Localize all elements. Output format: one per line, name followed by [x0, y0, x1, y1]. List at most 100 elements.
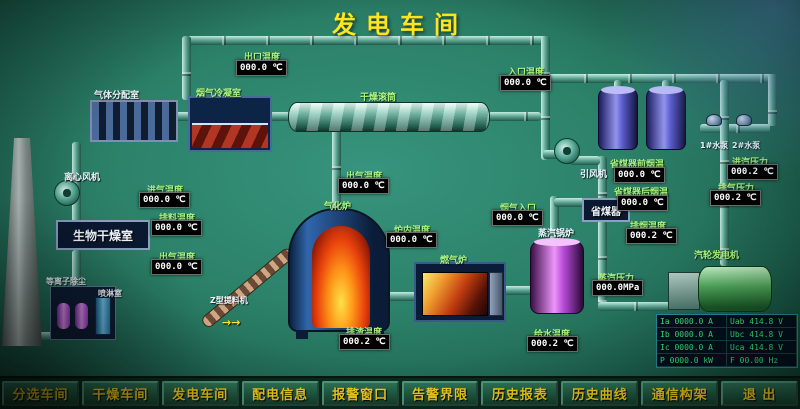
pipe: [768, 74, 777, 126]
reading-value-display: 000.0 ℃: [614, 167, 665, 183]
generator-data-panel: Ia 0000.0 A Uab 414.8 V Ib 0000.0 A Ubc …: [656, 314, 798, 368]
pump-1-label: 1#水泵: [700, 141, 729, 150]
flue-gas-condenser: [188, 96, 272, 152]
reading-label: 进汽压力: [732, 158, 769, 168]
reading-value-display: 000.0 ℃: [338, 178, 389, 194]
menu-button-power-distribution[interactable]: 配电信息: [241, 381, 319, 406]
reading-label: 省煤器后烟温: [614, 188, 669, 198]
gasifier-label: 气化炉: [324, 202, 352, 212]
pump-2-icon: [736, 114, 752, 126]
menu-button-history-curve[interactable]: 历史曲线: [561, 381, 639, 406]
reading-label: 排气压力: [718, 184, 755, 194]
plasma-tube: [75, 303, 88, 329]
menu-button-comm-framework[interactable]: 通信构架: [641, 381, 719, 406]
pipe: [554, 198, 586, 207]
storage-tank-1: [598, 86, 638, 150]
reading-label: 排渣温度: [346, 328, 383, 338]
menu-button-power-workshop[interactable]: 发电车间: [161, 381, 239, 406]
steam-boiler-label: 蒸汽锅炉: [538, 229, 575, 239]
menu-button-drying-workshop[interactable]: 干燥车间: [81, 381, 159, 406]
reading-label: 入口温度: [508, 68, 545, 78]
pipe: [504, 286, 532, 295]
pipe: [176, 112, 190, 121]
steam-boiler: [530, 238, 584, 314]
gasifier-flame: [312, 226, 370, 328]
pipe: [182, 36, 191, 100]
reading-label: 省煤器前烟温: [610, 160, 665, 170]
reading-value-display: 000.2 ℃: [626, 228, 677, 244]
panel-cell: Uca 414.8 V: [727, 341, 797, 354]
reading-value-display: 000.0 ℃: [617, 195, 668, 211]
generator-section: [698, 266, 772, 312]
z-elevator: [199, 246, 296, 330]
reading-label: 出口温度: [244, 53, 281, 63]
page-title: 发电车间: [332, 11, 468, 39]
gasifier-leg: [296, 330, 308, 339]
pipe: [72, 142, 81, 222]
panel-cell: Uab 414.8 V: [727, 315, 797, 328]
menu-button-history-report[interactable]: 历史报表: [481, 381, 559, 406]
menu-button-alarm-window[interactable]: 报警窗口: [321, 381, 399, 406]
reading-label: 排烟温度: [630, 222, 667, 232]
z-elevator-label: Z型提料机: [210, 296, 248, 305]
flue-gas-condenser-label: 烟气冷凝室: [196, 89, 242, 99]
pipe: [541, 36, 550, 160]
panel-cell: Ic 0000.0 A: [657, 341, 727, 354]
storage-tank-2: [646, 86, 686, 150]
flow-arrows-icon: →→: [222, 316, 241, 329]
reading-label: 进气温度: [147, 186, 184, 196]
spray-room-label: 喷淋室: [98, 289, 122, 298]
drying-drum: [288, 102, 490, 132]
reading-value-display: 000.0MPa: [592, 280, 644, 296]
gas-furnace-label: 燃气炉: [440, 256, 468, 266]
menu-button-alarm-limits[interactable]: 告警界限: [401, 381, 479, 406]
reading-value-display: 000.0 ℃: [236, 60, 287, 76]
pipe: [720, 80, 729, 266]
chimney: [2, 138, 42, 346]
drying-drum-label: 干燥滚筒: [360, 93, 397, 103]
reading-label: 排料温度: [159, 214, 196, 224]
gas-distribution-room: [90, 100, 178, 142]
turbine-generator: [668, 264, 772, 312]
turbine-section: [668, 272, 700, 310]
menu-button-exit[interactable]: 退 出: [721, 381, 799, 406]
bottom-menu-bar: 分选车间 干燥车间 发电车间 配电信息 报警窗口 告警界限 历史报表 历史曲线 …: [0, 376, 800, 409]
reading-value-display: 000.2 ℃: [710, 190, 761, 206]
induced-draft-fan-label: 引风机: [580, 170, 608, 180]
pump-2-label: 2#水泵: [732, 141, 761, 150]
pipe: [700, 124, 770, 133]
reading-value-display: 000.0 ℃: [386, 232, 437, 248]
pipe: [186, 36, 548, 45]
pipe: [548, 74, 774, 83]
gas-furnace: [414, 262, 506, 322]
reading-value-display: 000.0 ℃: [151, 220, 202, 236]
plasma-tube: [57, 303, 70, 329]
induced-draft-fan-icon: [554, 138, 580, 164]
pipe: [598, 220, 607, 308]
pipe: [598, 156, 607, 200]
gas-cleaning-unit: [50, 286, 116, 340]
pump-1-icon: [706, 114, 722, 126]
reading-label: 炉内温度: [394, 226, 431, 236]
pipe: [72, 250, 81, 288]
pipe: [543, 150, 559, 159]
reading-value-display: 000.0 ℃: [492, 210, 543, 226]
reading-value-display: 000.2 ℃: [339, 334, 390, 350]
spray-column: [95, 297, 111, 335]
reading-value-display: 000.2 ℃: [727, 164, 778, 180]
pipe: [388, 292, 416, 301]
panel-cell: Ubc 414.8 V: [727, 328, 797, 341]
panel-cell: F 00.00 Hz: [727, 354, 797, 367]
pipe: [38, 332, 54, 341]
reading-label: 蒸汽压力: [598, 274, 635, 284]
reading-label: 出气温度: [346, 172, 383, 182]
reading-value-display: 000.0 ℃: [151, 259, 202, 275]
gas-furnace-panel: [489, 272, 503, 316]
menu-button-sorting-workshop[interactable]: 分选车间: [2, 381, 79, 406]
pipe: [270, 112, 290, 121]
turbine-generator-label: 汽轮发电机: [694, 251, 740, 261]
pipe: [570, 156, 600, 165]
reading-label: 烟气入口: [500, 204, 537, 214]
centrifugal-fan-label: 离心风机: [64, 173, 101, 183]
